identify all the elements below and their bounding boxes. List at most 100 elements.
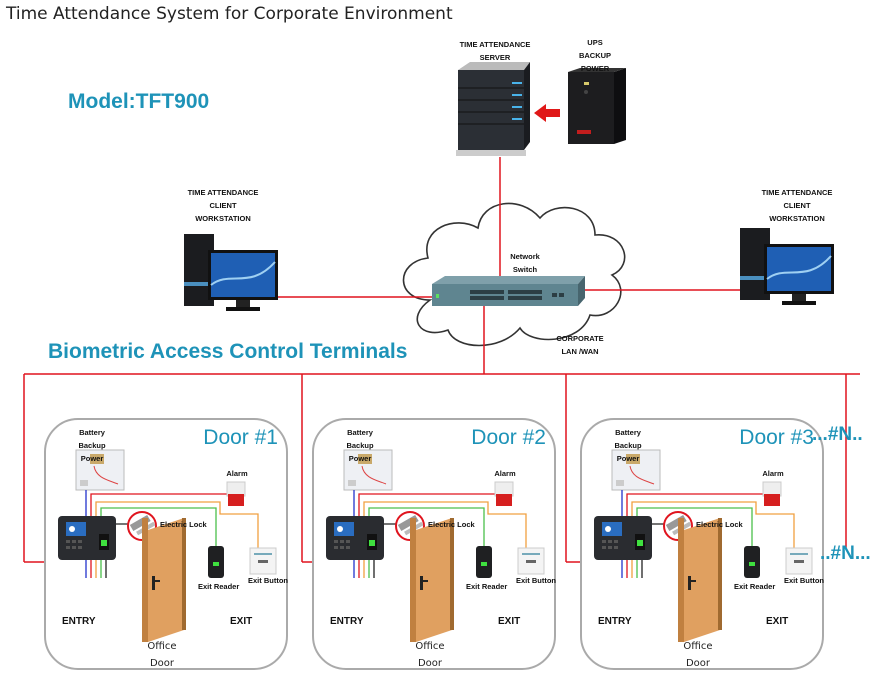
- battery-label-line: Battery: [347, 428, 373, 437]
- lan-label-line: LAN /WAN: [561, 347, 599, 356]
- battery-label-line: Battery: [615, 428, 641, 437]
- door-title: Door #3: [739, 426, 814, 449]
- network-switch-label: Network Switch: [500, 250, 550, 276]
- battery-backup-icon: [343, 449, 393, 491]
- ups-label: UPS BACKUP POWER: [570, 36, 620, 75]
- alarm-icon: [226, 481, 246, 506]
- office-door-icon: [410, 518, 454, 642]
- office-label-line: Door: [417, 658, 443, 669]
- lan-label-line: CORPORATE: [556, 334, 604, 343]
- office-door-label: Office Door: [668, 638, 728, 672]
- model-label: Model:TFT900: [68, 90, 210, 113]
- battery-backup-label: Battery Backup Power: [340, 426, 380, 465]
- office-door-icon: [678, 518, 722, 642]
- battery-backup-label: Battery Backup Power: [72, 426, 112, 465]
- server-label-line: TIME ATTENDANCE: [459, 40, 531, 49]
- exit-label: EXIT: [498, 616, 521, 627]
- ups-label-line: UPS: [587, 38, 603, 47]
- office-door-label: Office Door: [132, 638, 192, 672]
- alarm-label: Alarm: [762, 469, 784, 478]
- battery-label-line: Power: [616, 454, 640, 463]
- ups-label-line: POWER: [580, 64, 610, 73]
- ups-icon: [568, 68, 626, 144]
- door-wiring: [326, 449, 545, 642]
- electric-lock-label: Electric Lock: [428, 520, 475, 529]
- door-title: Door #1: [203, 426, 278, 449]
- desktop-computer-icon-right: [740, 228, 834, 305]
- exit-reader-icon: [476, 546, 492, 578]
- exit-label: EXIT: [766, 616, 789, 627]
- door-panel-2: Door #2 Battery Backup Power Alarm Elect…: [312, 418, 556, 670]
- exit-reader-icon: [208, 546, 224, 578]
- biometric-terminal-icon: [594, 516, 652, 560]
- office-label-line: Office: [147, 641, 177, 652]
- exit-button-icon: [249, 547, 277, 575]
- battery-label-line: Backup: [78, 441, 106, 450]
- workstation-label-line: TIME ATTENDANCE: [761, 188, 833, 197]
- battery-label-line: Backup: [346, 441, 374, 450]
- switch-label-line: Network: [510, 252, 540, 261]
- exit-label: EXIT: [230, 616, 253, 627]
- lan-cloud-icon: [402, 202, 626, 347]
- battery-label-line: Backup: [614, 441, 642, 450]
- office-label-line: Office: [415, 641, 445, 652]
- workstation-left-label: TIME ATTENDANCE CLIENT WORKSTATION: [178, 186, 268, 225]
- diagram-title: Time Attendance System for Corporate Env…: [6, 4, 453, 24]
- door-panel-1: Door #1 Battery Backup Power Alarm Elect…: [44, 418, 288, 670]
- server-label: TIME ATTENDANCE SERVER: [450, 38, 540, 64]
- battery-label-line: Battery: [79, 428, 105, 437]
- exit-button-label: Exit Button: [248, 576, 288, 585]
- server-icon: [456, 62, 530, 156]
- exit-reader-label: Exit Reader: [198, 582, 240, 591]
- alarm-icon: [762, 481, 782, 506]
- office-label-line: Office: [683, 641, 713, 652]
- entry-label: ENTRY: [330, 616, 364, 627]
- server-label-line: SERVER: [479, 53, 511, 62]
- workstation-right-label: TIME ATTENDANCE CLIENT WORKSTATION: [752, 186, 842, 225]
- workstation-label-line: TIME ATTENDANCE: [187, 188, 259, 197]
- exit-reader-label: Exit Reader: [466, 582, 508, 591]
- more-doors-top: ...#N..: [812, 424, 863, 445]
- network-switch-icon: [432, 276, 585, 306]
- office-label-line: Door: [685, 658, 711, 669]
- exit-button-icon: [785, 547, 813, 575]
- door-panel-3: Door #3 Battery Backup Power Alarm Elect…: [580, 418, 824, 670]
- entry-label: ENTRY: [62, 616, 96, 627]
- entry-label: ENTRY: [598, 616, 632, 627]
- office-label-line: Door: [149, 658, 175, 669]
- workstation-label-line: CLIENT: [783, 201, 811, 210]
- workstation-label-line: WORKSTATION: [195, 214, 251, 223]
- workstation-label-line: WORKSTATION: [769, 214, 825, 223]
- alarm-label: Alarm: [494, 469, 516, 478]
- exit-reader-icon: [744, 546, 760, 578]
- battery-label-line: Power: [80, 454, 104, 463]
- workstation-label-line: CLIENT: [209, 201, 237, 210]
- battery-label-line: Power: [348, 454, 372, 463]
- exit-reader-label: Exit Reader: [734, 582, 776, 591]
- more-doors-bottom: ..#N...: [820, 543, 871, 564]
- lan-label: CORPORATE LAN /WAN: [550, 332, 610, 358]
- electric-lock-label: Electric Lock: [160, 520, 207, 529]
- desktop-computer-icon: [184, 234, 278, 311]
- office-door-icon: [142, 518, 186, 642]
- exit-button-icon: [517, 547, 545, 575]
- power-arrow-icon: [534, 104, 560, 122]
- biometric-terminal-icon: [58, 516, 116, 560]
- ups-label-line: BACKUP: [578, 51, 612, 60]
- door-wiring: [58, 449, 277, 642]
- battery-backup-label: Battery Backup Power: [608, 426, 648, 465]
- exit-button-label: Exit Button: [516, 576, 556, 585]
- alarm-icon: [494, 481, 514, 506]
- biometric-terminal-icon: [326, 516, 384, 560]
- door-wiring: [594, 449, 813, 642]
- alarm-label: Alarm: [226, 469, 248, 478]
- section-heading: Biometric Access Control Terminals: [48, 340, 408, 363]
- electric-lock-label: Electric Lock: [696, 520, 743, 529]
- battery-backup-icon: [611, 449, 661, 491]
- switch-label-line: Switch: [512, 265, 538, 274]
- exit-button-label: Exit Button: [784, 576, 824, 585]
- office-door-label: Office Door: [400, 638, 460, 672]
- battery-backup-icon: [75, 449, 125, 491]
- door-title: Door #2: [471, 426, 546, 449]
